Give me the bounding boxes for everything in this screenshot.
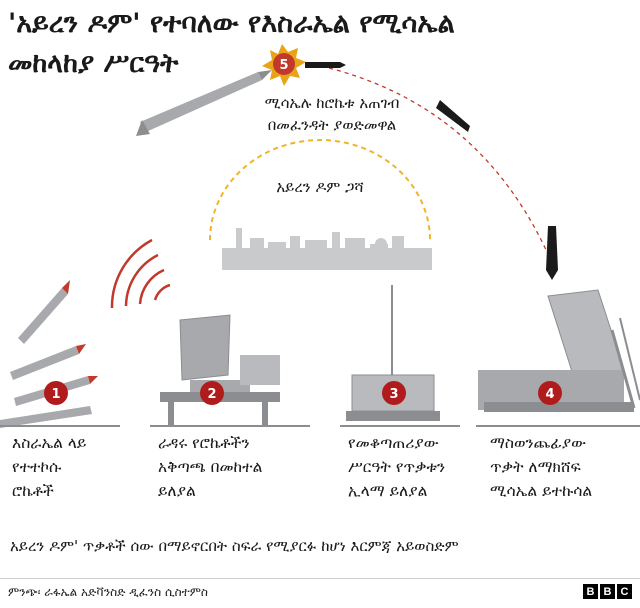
step-number: 4 <box>545 387 554 402</box>
caption-line: ኢላማ ይለያል <box>348 482 428 500</box>
title-line-2: መከላከያ ሥርዓት <box>8 48 179 79</box>
caption-line: እስራኤል ላይ <box>12 434 87 452</box>
caption-line: ሮኬቶች <box>12 482 54 500</box>
step-3-caption: የመቆጣጠሪያው ሥርዓት የጥቃቱን ኢላማ ይለያል <box>348 431 445 503</box>
divider <box>0 578 640 579</box>
rocket-cluster-icon <box>0 280 98 428</box>
radar-unit-icon <box>160 314 280 426</box>
caption-line: የመቆጣጠሪያው <box>348 434 439 452</box>
logo-letter: B <box>583 584 598 599</box>
logo-letter: C <box>617 584 632 599</box>
dome-shield-arc <box>209 139 431 241</box>
source-credit: ምንጭ፡ ራፋኤል አድቫንስድ ዲፈንስ ሲስተምስ <box>8 585 208 599</box>
caption-line: ራዳሩ የሮኬቶችን <box>158 434 250 452</box>
step-2-caption: ራዳሩ የሮኬቶችን አቅጣጫ በመከተል ይለያል <box>158 431 262 503</box>
step-badge-2: 2 <box>200 381 224 405</box>
logo-letter: B <box>600 584 615 599</box>
radar-waves-icon <box>110 238 171 309</box>
dome-label: አይረን ዶም ጋሻ <box>276 178 364 196</box>
step-badge-3: 3 <box>382 381 406 405</box>
step-number: 3 <box>389 387 398 402</box>
bbc-logo: B B C <box>583 584 632 599</box>
city-skyline <box>222 228 432 270</box>
caption-line: ጥቃት ለማክሸፍ <box>490 458 581 476</box>
caption-line: አቅጣጫ በመከተል <box>158 458 263 476</box>
step-1-caption: እስራኤል ላይ የተተኮሱ ሮኬቶች <box>12 431 86 503</box>
intercept-callout: ሚሳኤሉ ከሮኬቱ አጠገብ በመፈንዳት ያወድመዋል <box>212 92 452 136</box>
step-number: 1 <box>51 387 60 402</box>
explosion-icon <box>262 44 306 86</box>
title-line-1: 'አይረን ዶም' የተባለው የእስራኤል የሚሳኤል <box>8 8 455 39</box>
caption-line: ይለያል <box>158 482 196 500</box>
page-title: 'አይረን ዶም' የተባለው የእስራኤል የሚሳኤል መከላከያ ሥርዓት <box>8 4 628 84</box>
footnote: አይረን ዶም' ጥቃቶች ሰው በማይኖርበት ስፍራ የሚያርፉ ከሆነ እ… <box>10 537 459 555</box>
interceptor-trajectory <box>289 59 556 271</box>
explosion-number: 5 <box>279 58 288 73</box>
incoming-rocket <box>136 70 272 136</box>
caption-line: ማስወንጨፊያው <box>490 434 587 452</box>
callout-line-2: በመፈንዳት ያወድመዋል <box>267 116 397 134</box>
callout-line-1: ሚሳኤሉ ከሮኬቱ አጠገብ <box>264 94 400 112</box>
step-number: 2 <box>207 387 216 402</box>
step-4-caption: ማስወንጨፊያው ጥቃት ለማክሸፍ ሚሳኤል ይተኩሳል <box>490 431 592 503</box>
caption-line: ሥርዓት የጥቃቱን <box>348 458 446 476</box>
step-badge-4: 4 <box>538 381 562 405</box>
caption-line: የተተኮሱ <box>12 458 62 476</box>
step-badge-1: 1 <box>44 381 68 405</box>
caption-line: ሚሳኤል ይተኩሳል <box>490 482 593 500</box>
interceptor-missile-icon <box>305 62 558 280</box>
